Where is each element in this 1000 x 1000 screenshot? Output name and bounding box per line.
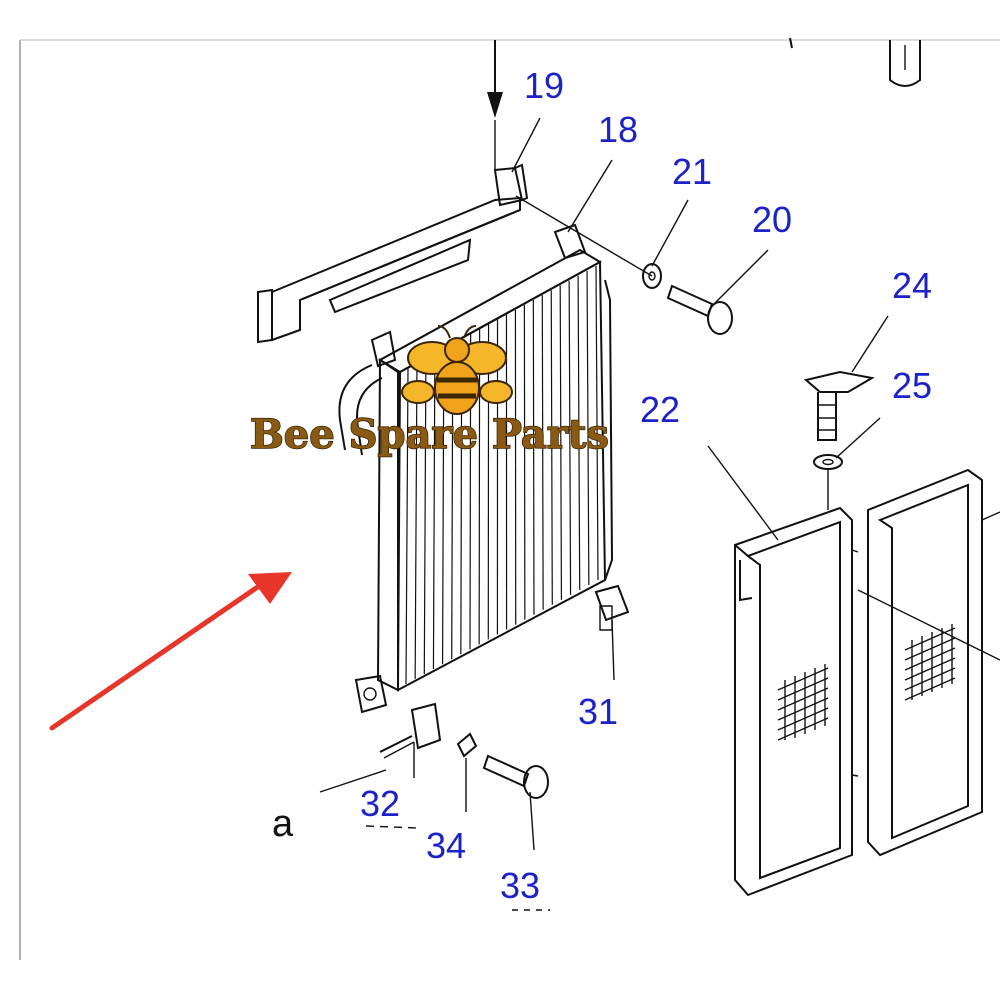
bee-icon (401, 325, 513, 415)
screen-panel-22 (734, 506, 859, 897)
callout-18: 18 (598, 109, 638, 150)
screen-panel-rear (857, 468, 1000, 857)
radiator-fin (559, 285, 563, 600)
washer-25 (813, 454, 843, 510)
radiator-core (338, 223, 630, 750)
view-marker: a (272, 803, 294, 845)
down-arrow-indicator (487, 40, 503, 170)
bolt-32 (379, 735, 415, 759)
mesh-grid-icon (904, 624, 956, 701)
radiator-fin (541, 295, 544, 610)
radiator-fin (414, 363, 418, 680)
washer-34 (456, 732, 478, 812)
bolt-33 (482, 754, 549, 799)
mounting-bracket (257, 163, 529, 344)
callout-32: 32 (360, 783, 400, 824)
frame-border (19, 39, 1000, 960)
callout-21: 21 (672, 151, 712, 192)
watermark: Bee Spare Parts (249, 325, 610, 459)
mesh-grid-icon (777, 664, 829, 741)
callout-24: 24 (892, 265, 932, 306)
watermark-text: Bee Spare Parts (250, 411, 609, 458)
wing-bolt-24 (803, 370, 875, 441)
callout-22: 22 (640, 389, 680, 430)
leader-lines (319, 117, 889, 911)
callout-25: 25 (892, 365, 932, 406)
callout-19: 19 (524, 65, 564, 106)
radiator-fin (550, 290, 553, 605)
top-right-cropped-part (789, 37, 921, 87)
radiator-fin (432, 353, 436, 670)
radiator-fin (586, 270, 590, 585)
callout-34: 34 (426, 825, 466, 866)
radiator-fin (532, 299, 535, 615)
radiator-fin (577, 275, 581, 590)
red-arrow-icon (49, 572, 292, 731)
callout-20: 20 (752, 199, 792, 240)
callout-31: 31 (578, 691, 618, 732)
radiator-fin (423, 358, 427, 675)
callout-33: 33 (500, 865, 540, 906)
bolt-20 (666, 284, 733, 335)
radiator-fin (405, 367, 409, 685)
radiator-fin (568, 280, 572, 595)
washer-21 (642, 263, 662, 289)
radiator-fin (595, 265, 599, 581)
